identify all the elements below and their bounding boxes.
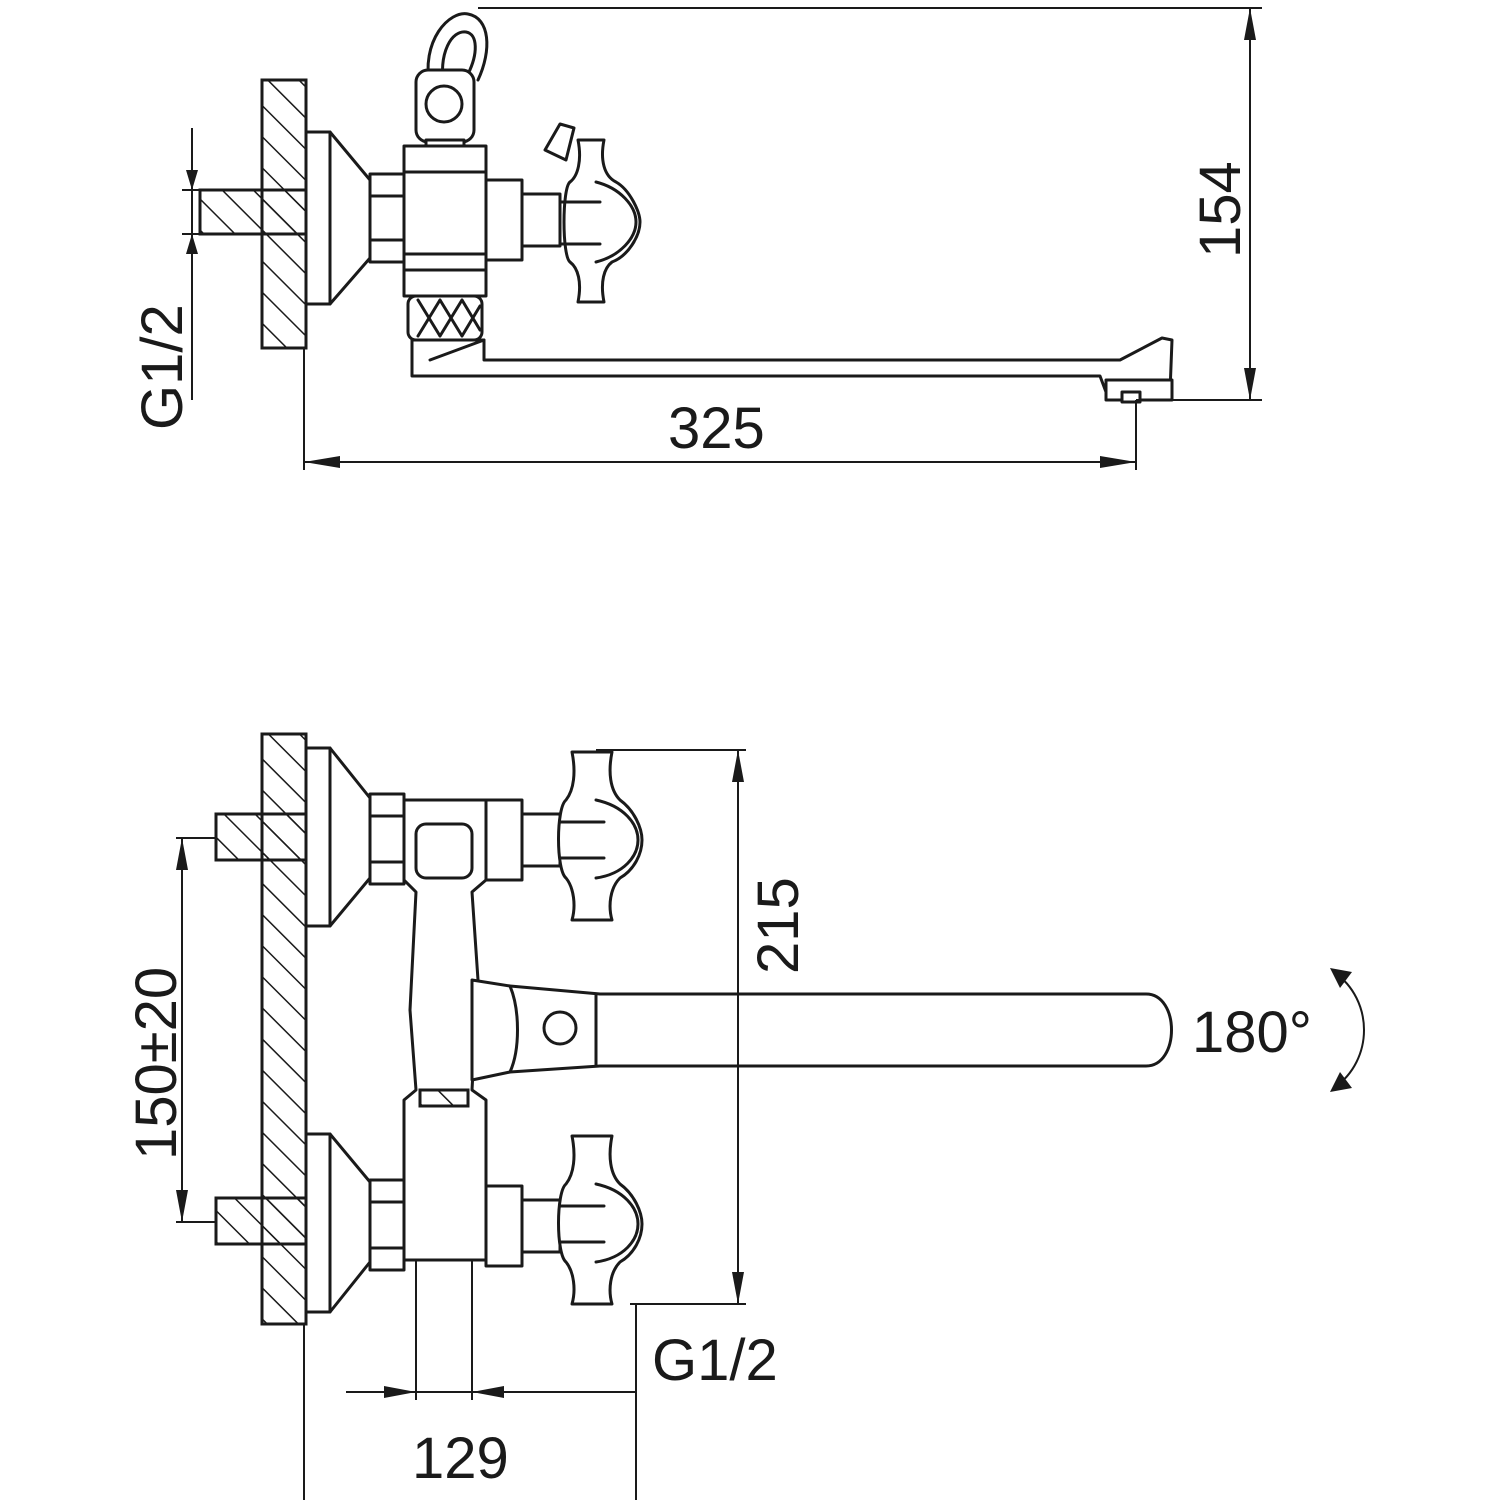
- height-dimension-bottom: [596, 749, 746, 1305]
- cross-handle-upper: [557, 750, 644, 922]
- hex-nut-upper: [368, 792, 406, 886]
- inlet-pipe-top: [198, 188, 308, 236]
- main-body-top: [402, 144, 488, 272]
- spout-swivel: [470, 978, 1173, 1082]
- long-spout-top: [410, 336, 1174, 394]
- bottom-view: 150±20: [124, 732, 1365, 1500]
- depth-dimension: [303, 1260, 637, 1500]
- cross-handle-lower: [557, 1134, 644, 1306]
- thread-dimension-top: [182, 128, 210, 400]
- escutcheon-top: [304, 130, 372, 306]
- depth-label: 129: [412, 1426, 509, 1491]
- body-band: [418, 1088, 470, 1108]
- hex-nut-top: [368, 172, 406, 264]
- valve-stem-lower: [484, 1184, 524, 1268]
- spacing-label: 150±20: [124, 967, 189, 1160]
- length-dimension-top: [303, 348, 1137, 470]
- shower-hook: [426, 12, 489, 90]
- height-label-bottom: 215: [746, 877, 811, 974]
- height-dimension-top: [478, 7, 1262, 401]
- inlet-pipe-lower: [214, 1196, 308, 1246]
- spout-screw: [542, 1010, 578, 1046]
- valve-stem-upper: [484, 798, 524, 882]
- thread-label-bottom: G1/2: [652, 1328, 778, 1393]
- rotation-label: 180°: [1192, 1000, 1312, 1065]
- thread-label-top: G1/2: [130, 304, 195, 430]
- escutcheon-upper: [304, 746, 372, 928]
- spacing-dimension: [176, 837, 216, 1223]
- rotation-arc: [1333, 971, 1365, 1089]
- cross-handle-top: [543, 122, 642, 304]
- inlet-pipe-upper: [214, 812, 308, 862]
- valve-stem-top: [484, 178, 524, 262]
- height-label-top: 154: [1188, 161, 1253, 258]
- top-view: G1/2: [130, 7, 1262, 470]
- length-label-top: 325: [668, 396, 765, 461]
- escutcheon-lower: [304, 1132, 372, 1314]
- hex-nut-lower: [368, 1178, 406, 1272]
